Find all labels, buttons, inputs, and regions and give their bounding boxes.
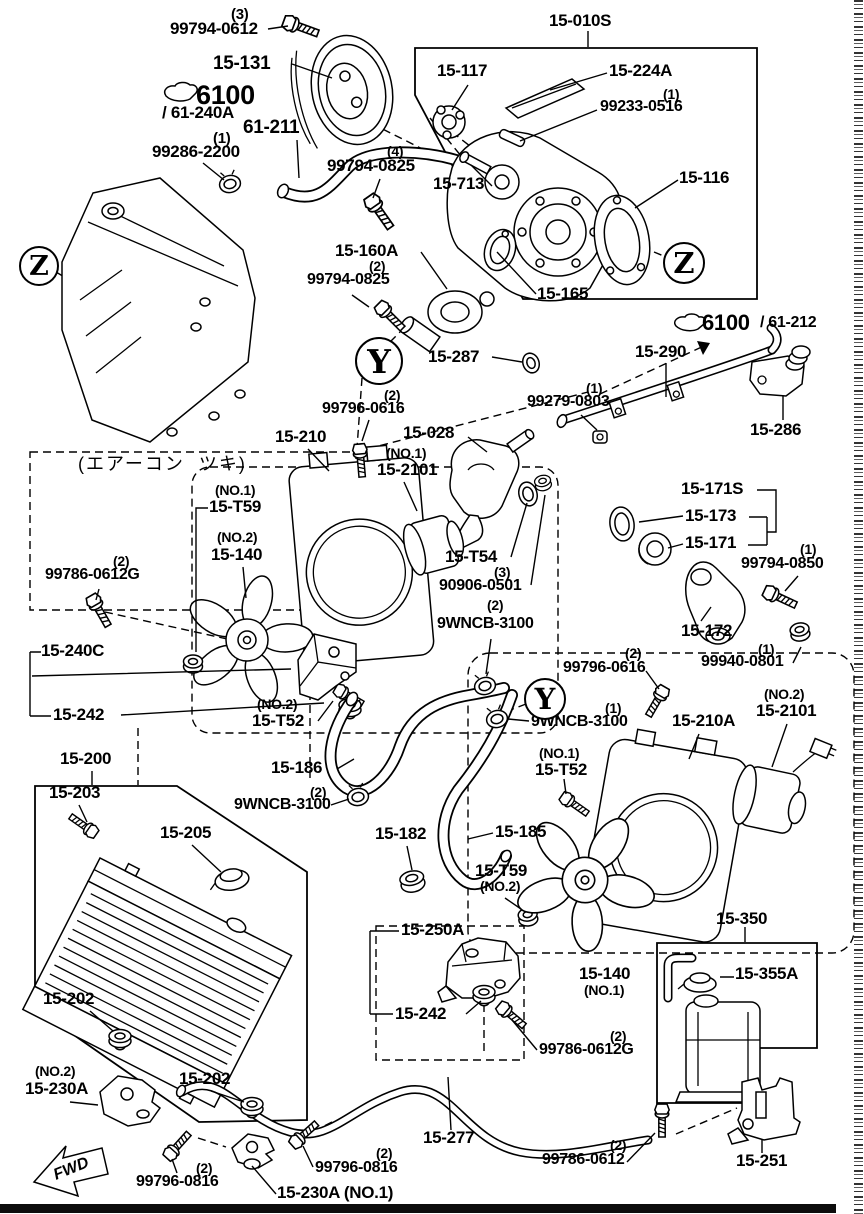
- water-inlet-housing: [399, 290, 495, 353]
- fan-motor-no1: [402, 515, 465, 576]
- section-ref-glyphs: [163, 81, 706, 332]
- scan-bottom-bar: [0, 1204, 836, 1213]
- hose-cap-15-182: [399, 870, 426, 893]
- water-outlet-joint: [449, 428, 535, 549]
- fan-shroud-15-210: [288, 444, 465, 665]
- cooling-fan-no2: [184, 573, 314, 707]
- coolant-reservoir: [663, 953, 772, 1103]
- engine-block: [61, 177, 256, 443]
- radiator: [21, 856, 293, 1109]
- bracket-15-230A-no2: [99, 1075, 162, 1127]
- bottom-mounts: [99, 1028, 801, 1170]
- fasteners: [83, 12, 812, 928]
- water-bypass-pipe: [521, 323, 811, 444]
- water-pump-assembly: [432, 78, 651, 302]
- scan-artifact-strip: [854, 0, 863, 1214]
- bracket-15-240C: [297, 633, 362, 720]
- bracket-15-251: [737, 1077, 801, 1141]
- leader-lines: [29, 25, 802, 1195]
- thermostat-cluster: [609, 506, 746, 645]
- fan-motor-no2: [732, 764, 807, 834]
- water-pump-pulley: [290, 34, 394, 149]
- radiator-cap-15-205: [209, 868, 250, 892]
- bracket-15-250A: [437, 937, 530, 1033]
- ref-arrowhead: [697, 341, 710, 355]
- center-hoses: [324, 669, 518, 893]
- fwd-arrow: FWD: [32, 1145, 109, 1198]
- box-15-010S: [414, 47, 758, 300]
